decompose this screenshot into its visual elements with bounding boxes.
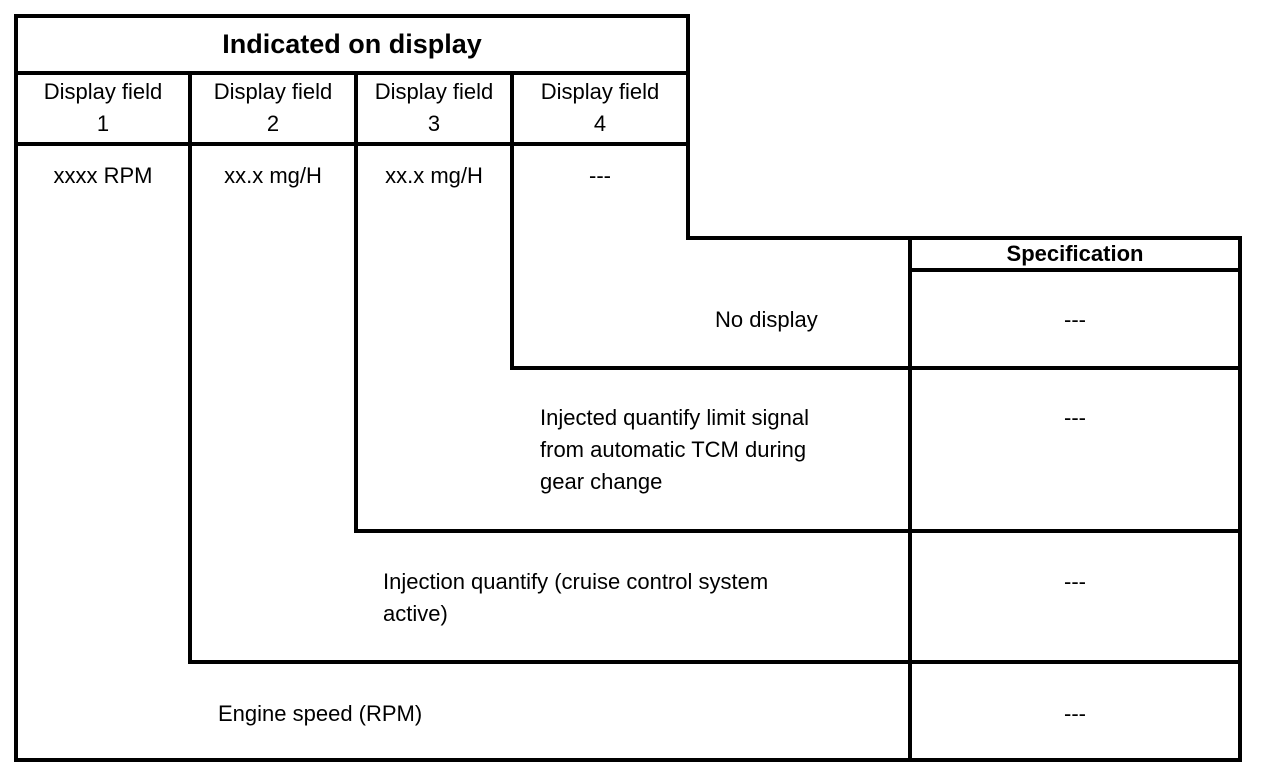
display-field-4-label: Display field 4 [540,79,660,136]
row-2-spec: --- [1064,405,1086,430]
row-2-description: Injected quantify limit signal from auto… [540,405,810,494]
display-field-1-label: Display field 1 [43,79,163,136]
display-field-2-label: Display field 2 [213,79,333,136]
display-field-2-value: xx.x mg/H [224,163,322,188]
row-3-spec: --- [1064,569,1086,594]
row-1-spec: --- [1064,307,1086,332]
row-3-description: Injection quantify (cruise control syste… [383,569,769,626]
row-4-description: Engine speed (RPM) [218,701,423,726]
display-field-1-value: xxxx RPM [53,163,153,188]
display-field-4-value: --- [589,163,611,188]
row-1-description: No display [715,307,818,332]
table-title: Indicated on display [222,29,482,59]
display-field-3-value: xx.x mg/H [385,163,483,188]
display-field-3-label: Display field 3 [374,79,494,136]
spec-column-header: Specification [1006,241,1144,266]
row-4-spec: --- [1064,701,1086,726]
outer-frame [14,14,1242,762]
